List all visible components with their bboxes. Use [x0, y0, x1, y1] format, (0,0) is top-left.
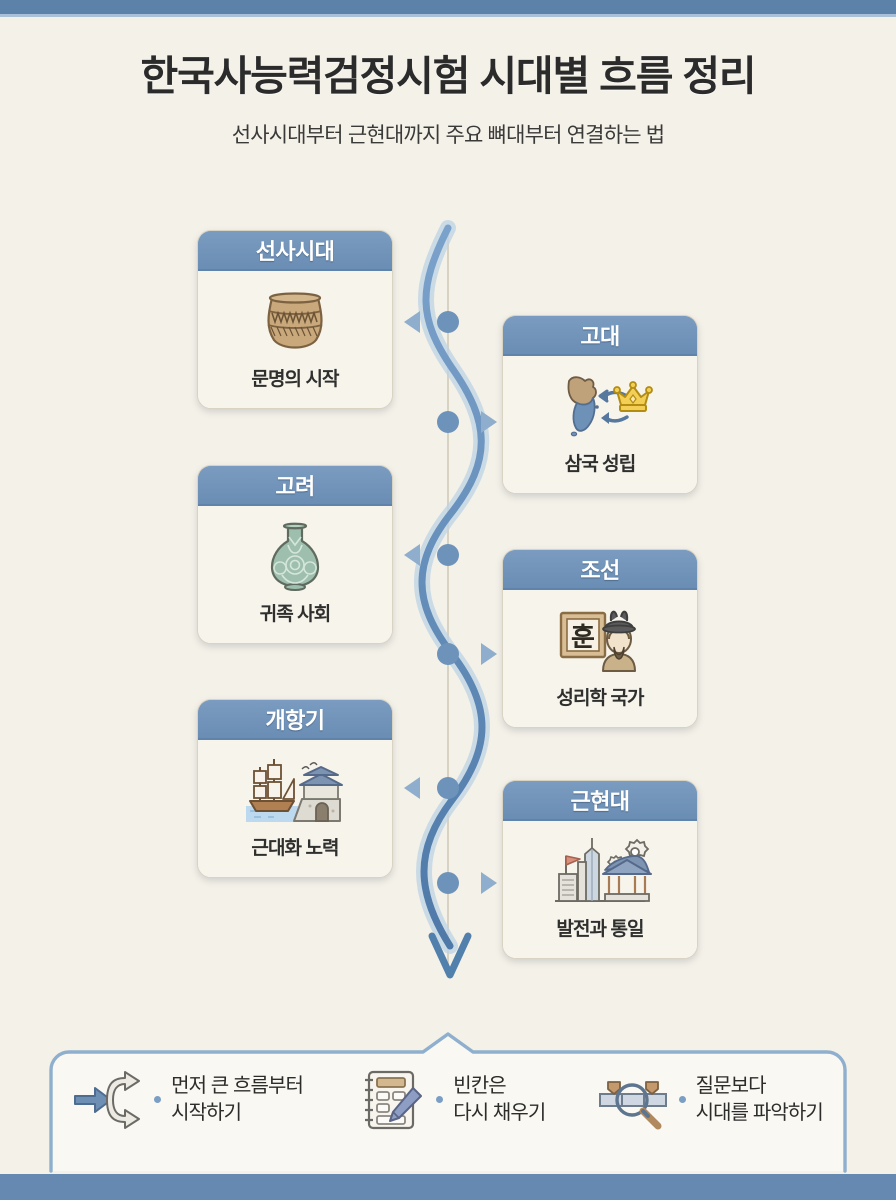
tip-label: 질문보다 시대를 파악하기	[695, 1074, 824, 1124]
page-subtitle: 선사시대부터 근현대까지 주요 뼈대부터 연결하는 법	[231, 124, 665, 148]
era-caption: 삼국 성립	[564, 454, 637, 475]
era-caption: 문명의 시작	[251, 369, 339, 390]
era-card-body: 훈 성리학 국가	[503, 590, 697, 727]
era-title: 고려	[275, 474, 315, 499]
timeline-node-2	[437, 411, 459, 433]
tip-bullet	[154, 1096, 162, 1103]
era-card-header: 선사시대	[198, 231, 392, 271]
era-title: 선사시대	[255, 239, 335, 264]
era-card-modern[interactable]: 근현대	[502, 780, 698, 959]
era-title: 조선	[580, 558, 620, 583]
era-card-header: 고대	[503, 316, 697, 356]
timeline-path	[404, 220, 497, 979]
connector-arrow-right-2	[481, 411, 497, 433]
era-card-header: 조선	[503, 550, 697, 590]
city-pavilion-gear-icon	[555, 838, 652, 902]
pottery-icon	[267, 292, 323, 349]
tip-item-flow-first[interactable]: 먼저 큰 흐름부터 시작하기	[73, 1064, 304, 1136]
era-caption: 귀족 사회	[259, 604, 332, 625]
era-title: 고대	[580, 324, 620, 349]
timeline-node-6	[437, 872, 459, 894]
era-card-port-opening[interactable]: 개항기	[197, 699, 393, 878]
tip-bullet	[678, 1096, 686, 1103]
tip-item-grasp-era[interactable]: 질문보다 시대를 파악하기	[598, 1064, 824, 1136]
tips-panel: 먼저 큰 흐름부터 시작하기 빈칸은 다시 채우기	[33, 1032, 863, 1173]
connector-arrow-left-5	[404, 777, 420, 799]
era-card-header: 근현대	[503, 781, 697, 821]
timeline-end-arrow-icon	[428, 932, 472, 979]
celadon-vase-icon	[270, 522, 320, 591]
tip-label: 빈칸은 다시 채우기	[453, 1074, 546, 1124]
era-card-body: 발전과 통일	[503, 821, 697, 958]
connector-arrow-left-1	[404, 311, 420, 333]
bottom-accent-bar	[0, 1174, 896, 1200]
era-card-joseon[interactable]: 조선 훈 성리학 국가	[502, 549, 698, 728]
era-caption: 발전과 통일	[556, 919, 644, 940]
era-card-body: 문명의 시작	[198, 271, 392, 408]
connector-arrow-left-3	[404, 544, 420, 566]
era-card-ancient[interactable]: 고대	[502, 315, 698, 494]
era-card-body: 삼국 성립	[503, 356, 697, 493]
timeline-node-1	[437, 311, 459, 333]
connector-arrow-right-6	[481, 872, 497, 894]
header: 한국사능력검정시험 시대별 흐름 정리 선사시대부터 근현대까지 주요 뼈대부터…	[0, 53, 896, 149]
era-caption: 근대화 노력	[251, 838, 339, 859]
top-accent-bar	[0, 0, 896, 17]
page-title: 한국사능력검정시험 시대별 흐름 정리	[140, 53, 757, 99]
svg-text:훈: 훈	[571, 623, 595, 653]
magnifier-timeline-icon	[598, 1080, 667, 1129]
era-caption: 성리학 국가	[556, 688, 644, 709]
era-card-header: 고려	[198, 466, 392, 506]
timeline-node-3	[437, 544, 459, 566]
tip-item-fill-blanks[interactable]: 빈칸은 다시 채우기	[355, 1064, 546, 1136]
era-title: 근현대	[570, 789, 631, 814]
era-card-prehistoric[interactable]: 선사시대 문명의 시작	[197, 230, 393, 409]
tip-bullet	[436, 1096, 444, 1103]
connector-arrow-right-4	[481, 643, 497, 665]
era-title: 개항기	[265, 708, 326, 733]
timeline-node-5	[437, 777, 459, 799]
era-card-body: 근대화 노력	[198, 740, 392, 877]
arrow-split-icon	[74, 1070, 141, 1129]
tip-label: 먼저 큰 흐름부터 시작하기	[171, 1074, 304, 1124]
ship-fortress-icon	[246, 759, 343, 822]
tips-list: 먼저 큰 흐름부터 시작하기 빈칸은 다시 채우기	[33, 1032, 863, 1173]
tips-panel-frame	[49, 1032, 847, 1173]
era-card-goryeo[interactable]: 고려 귀족 사회	[197, 465, 393, 644]
era-card-header: 개항기	[198, 700, 392, 740]
map-crown-icon	[567, 376, 653, 437]
notebook-pencil-icon	[365, 1070, 423, 1129]
scholar-hunmin-icon: 훈	[559, 610, 636, 672]
era-card-body: 귀족 사회	[198, 506, 392, 643]
timeline-node-4	[437, 643, 459, 665]
